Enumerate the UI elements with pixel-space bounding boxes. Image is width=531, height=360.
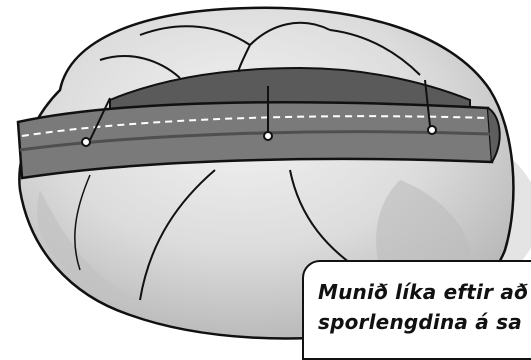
tip-text-line-1: Munið líka eftir að (318, 280, 528, 304)
tip-callout: Munið líka eftir að sporlengdina á sa (302, 260, 531, 360)
tip-text-line-2: sporlengdina á sa (318, 310, 522, 334)
